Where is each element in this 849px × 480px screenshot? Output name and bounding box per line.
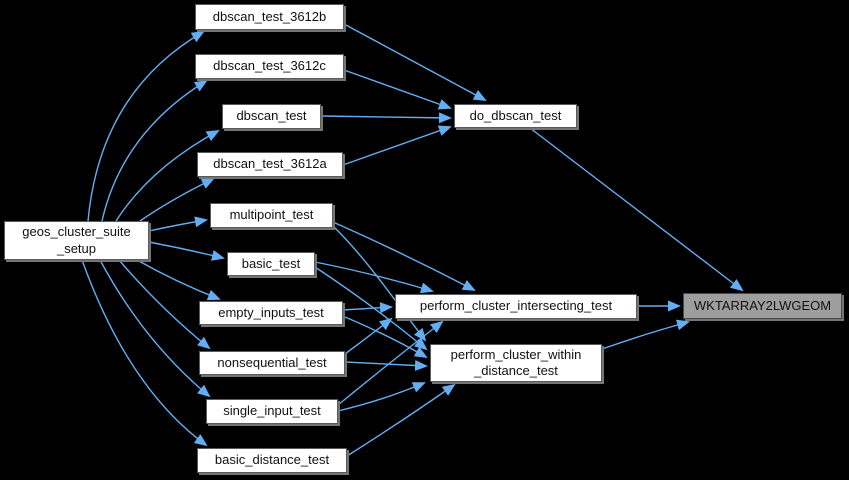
node-label: _setup (56, 240, 97, 256)
edge-geos_cluster_suite_setup-to-dbscan_test_3612c (101, 79, 208, 222)
edge-perform_cluster_within_distance_test-to-WKTARRAY2LWGEOM (601, 319, 690, 350)
node-dbscan_test_3612a[interactable]: dbscan_test_3612a (197, 152, 343, 177)
edge-multipoint_test-to-perform_cluster_intersecting_test (332, 221, 476, 291)
node-label: empty_inputs_test (218, 304, 324, 320)
node-label: single_input_test (223, 403, 321, 419)
edge-basic_test-to-perform_cluster_intersecting_test (314, 261, 434, 294)
edge-geos_cluster_suite_setup-to-nonsequential_test (118, 259, 211, 350)
edge-single_input_test-to-perform_cluster_within_distance_test (337, 382, 426, 412)
edge-basic_test-to-perform_cluster_within_distance_test (314, 266, 428, 351)
edge-geos_cluster_suite_setup-to-single_input_test (99, 259, 211, 398)
node-label: geos_cluster_suite (22, 224, 131, 240)
node-label: _distance_test (474, 363, 558, 378)
node-geos_cluster_suite_setup[interactable]: geos_cluster_suite_setup (4, 221, 149, 260)
node-dbscan_test[interactable]: dbscan_test (222, 104, 321, 129)
node-label: multipoint_test (229, 207, 314, 223)
edge-empty_inputs_test-to-perform_cluster_intersecting_test (342, 302, 393, 314)
node-perform_cluster_intersecting_test[interactable]: perform_cluster_intersecting_test (395, 294, 637, 319)
edge-dbscan_test_3612c-to-do_dbscan_test (343, 69, 452, 110)
node-label: dbscan_test_3612c (213, 58, 326, 74)
edge-geos_cluster_suite_setup-to-basic_test (148, 241, 225, 261)
edge-dbscan_test_3612b-to-do_dbscan_test (343, 23, 487, 101)
node-label: perform_cluster_intersecting_test (419, 298, 613, 314)
node-single_input_test[interactable]: single_input_test (206, 399, 338, 424)
node-dbscan_test_3612c[interactable]: dbscan_test_3612c (195, 54, 344, 79)
edge-dbscan_test-to-do_dbscan_test (320, 112, 452, 124)
node-do_dbscan_test[interactable]: do_dbscan_test (454, 104, 577, 128)
node-dbscan_test_3612b[interactable]: dbscan_test_3612b (195, 4, 344, 30)
edge-empty_inputs_test-to-perform_cluster_within_distance_test (344, 316, 428, 359)
node-multipoint_test[interactable]: multipoint_test (210, 203, 333, 228)
edge-geos_cluster_suite_setup-to-dbscan_test_3612a (139, 178, 215, 222)
node-perform_cluster_within_distance_test[interactable]: perform_cluster_within_distance_test (430, 344, 602, 382)
node-WKTARRAY2LWGEOM: WKTARRAY2LWGEOM (683, 293, 842, 319)
edge-dbscan_test_3612a-to-do_dbscan_test (342, 125, 452, 166)
edge-nonsequential_test-to-perform_cluster_intersecting_test (344, 317, 393, 355)
edge-geos_cluster_suite_setup-to-multipoint_test (148, 216, 208, 232)
edge-basic_distance_test-to-perform_cluster_within_distance_test (346, 383, 456, 457)
node-label: dbscan_test (236, 108, 307, 124)
edge-geos_cluster_suite_setup-to-dbscan_test_3612b (87, 30, 205, 222)
node-label: perform_cluster_within (450, 346, 582, 362)
node-label: WKTARRAY2LWGEOM (693, 297, 832, 313)
node-label: dbscan_test_3612a (213, 156, 327, 172)
node-label: basic_distance_test (214, 452, 330, 468)
edge-geos_cluster_suite_setup-to-basic_distance_test (81, 259, 208, 447)
edge-nonsequential_test-to-perform_cluster_within_distance_test (344, 359, 428, 371)
edge-geos_cluster_suite_setup-to-empty_inputs_test (136, 259, 221, 301)
edge-do_dbscan_test-to-WKTARRAY2LWGEOM (529, 127, 744, 292)
edge-multipoint_test-to-perform_cluster_within_distance_test (332, 225, 427, 342)
edge-single_input_test-to-perform_cluster_intersecting_test (337, 320, 444, 406)
node-basic_distance_test[interactable]: basic_distance_test (197, 448, 347, 473)
node-label: nonsequential_test (217, 354, 327, 370)
node-basic_test[interactable]: basic_test (227, 252, 315, 276)
node-label: dbscan_test_3612b (212, 8, 327, 24)
node-label: basic_test (241, 255, 301, 271)
node-empty_inputs_test[interactable]: empty_inputs_test (199, 301, 343, 325)
edge-geos_cluster_suite_setup-to-dbscan_test (115, 130, 220, 222)
node-label: do_dbscan_test (469, 107, 562, 123)
node-nonsequential_test[interactable]: nonsequential_test (199, 351, 345, 375)
